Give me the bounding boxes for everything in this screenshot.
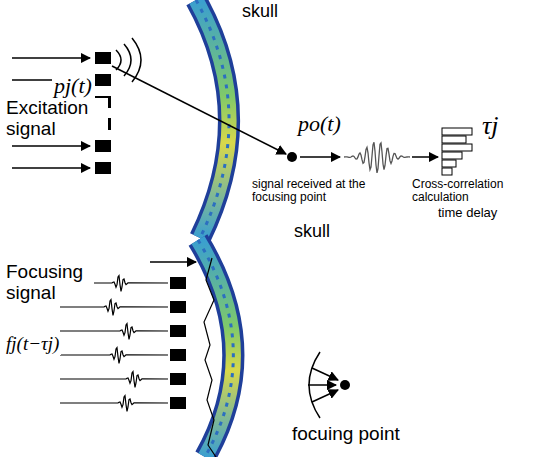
transducer-element <box>170 325 186 337</box>
transducer-element <box>170 373 186 385</box>
wave-arc <box>132 38 141 82</box>
propagation-arrow <box>112 66 286 154</box>
correlation-waveform <box>344 142 410 173</box>
direction-arrow <box>150 261 196 263</box>
skull-top <box>196 0 229 238</box>
focus-point <box>287 152 297 162</box>
transducer-array <box>170 277 186 409</box>
transducer-element <box>170 277 186 289</box>
transducer-element <box>170 349 186 361</box>
converging-arrow <box>312 390 338 402</box>
focus-point <box>340 380 350 390</box>
axis-label: time delay <box>436 206 499 220</box>
flow-arrow <box>412 156 438 158</box>
delay-bar <box>442 168 452 175</box>
part-label: skull <box>292 222 332 242</box>
incident-arrow <box>12 167 90 169</box>
wave-arc <box>124 44 131 76</box>
delay-bar <box>442 144 472 151</box>
symbol-label: τj <box>480 112 501 141</box>
note: signal received at the focusing point <box>250 178 404 204</box>
transducer-element <box>170 397 186 409</box>
converging-arrow <box>312 368 338 380</box>
delay-bars <box>442 128 472 175</box>
signal-name: pj(t) <box>52 74 94 98</box>
focusing-signal-line <box>60 396 168 412</box>
delay-bar <box>442 152 462 159</box>
focusing-signal-line <box>60 348 168 364</box>
signal-label: Focusing signal <box>4 262 94 304</box>
incident-arrow <box>12 145 90 147</box>
incident-arrow <box>12 57 90 59</box>
skull-bottom <box>198 240 233 457</box>
signal-name: fj(t−τj) <box>4 334 61 355</box>
delay-bar <box>442 128 472 135</box>
transducer-element <box>95 140 111 152</box>
delay-bar <box>442 136 466 143</box>
focusing-signal-line <box>60 324 168 340</box>
part-label: skull <box>240 2 280 22</box>
wave-arc <box>116 50 121 70</box>
delay-bar <box>442 160 456 167</box>
note: Cross-correlation calculation <box>410 178 514 204</box>
signal-name: po(t) <box>296 112 343 136</box>
wavefront <box>204 258 216 457</box>
transducer-element <box>95 74 111 86</box>
converging-arrow <box>308 384 336 386</box>
flow-arrow <box>300 156 340 158</box>
transducer-element <box>95 52 111 64</box>
transducer-element <box>95 162 111 174</box>
signal-label: Excitation signal <box>4 98 108 140</box>
transducer-element <box>170 301 186 313</box>
point-label: focuing point <box>290 424 402 445</box>
focusing-signal-line <box>60 372 168 388</box>
